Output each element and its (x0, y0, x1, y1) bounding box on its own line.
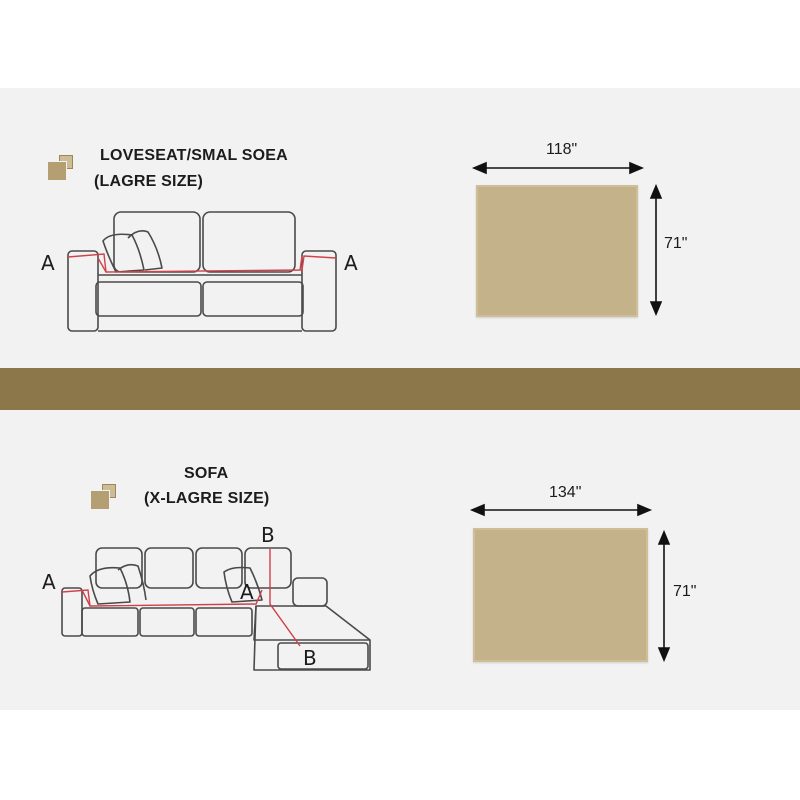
loveseat-title: LOVESEAT/SMAL SOEA (100, 147, 288, 164)
sofa-marker-a-left: A (42, 570, 56, 594)
loveseat-panel (0, 88, 800, 368)
loveseat-marker-a-left: A (41, 251, 55, 275)
fabric-swatch-icon (90, 484, 116, 510)
loveseat-height-label: 71" (664, 235, 688, 252)
loveseat-fabric-swatch (476, 185, 638, 317)
sofa-width-label: 134" (549, 484, 582, 501)
loveseat-subtitle: (LAGRE SIZE) (94, 173, 204, 190)
sofa-marker-b-bottom: B (303, 646, 317, 670)
fabric-swatch-icon (47, 155, 73, 181)
sofa-height-label: 71" (673, 583, 697, 600)
sofa-fabric-swatch (473, 528, 648, 662)
loveseat-width-label: 118" (546, 141, 578, 158)
separator-band (0, 368, 800, 410)
loveseat-marker-a-right: A (344, 251, 358, 275)
sofa-marker-b-top: B (261, 523, 275, 547)
sofa-title: SOFA (184, 465, 229, 482)
sofa-panel (0, 410, 800, 710)
sofa-marker-a-inner: A (240, 580, 254, 604)
sofa-subtitle: (X-LAGRE SIZE) (144, 490, 270, 507)
